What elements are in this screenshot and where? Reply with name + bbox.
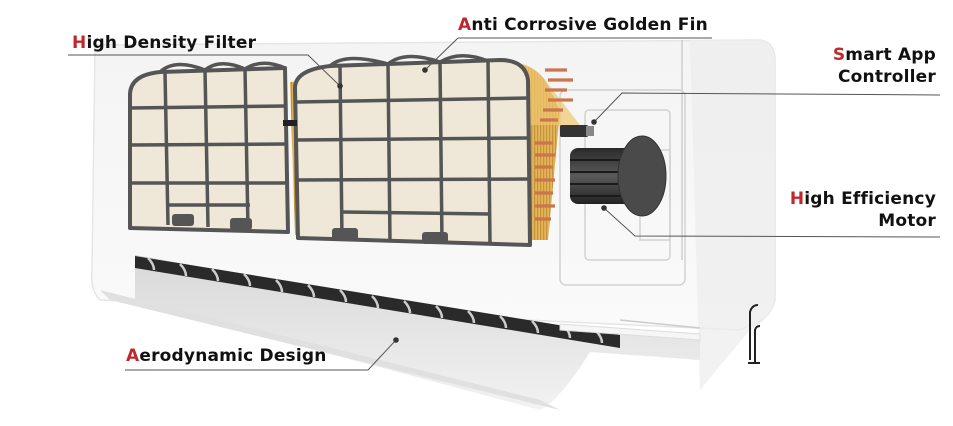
label-text-line2: Controller <box>837 67 936 87</box>
label-initial: S <box>832 45 846 65</box>
label-text-line2: Motor <box>878 211 936 231</box>
filter-left-grid <box>129 61 288 230</box>
feature-label-high-density-filter: High Density Filter <box>72 32 256 54</box>
feature-label-smart-app-controller: Smart App Controller <box>833 44 936 88</box>
label-text: igh Density Filter <box>86 33 257 53</box>
label-text: mart App <box>845 45 936 65</box>
side-pipes <box>748 304 761 364</box>
air-outlet <box>100 255 701 410</box>
feature-label-aerodynamic-design: Aerodynamic Design <box>126 345 327 367</box>
feature-label-golden-fin: Anti Corrosive Golden Fin <box>458 14 708 36</box>
filter-right-grid <box>296 54 530 245</box>
leader-lines <box>68 37 941 371</box>
filter-right <box>293 58 532 247</box>
label-initial: A <box>458 15 472 35</box>
label-text: igh Efficiency <box>804 189 936 209</box>
label-initial: A <box>126 346 140 366</box>
smart-controller-module <box>560 125 594 137</box>
fan-motor <box>570 135 667 217</box>
feature-label-high-efficiency-motor: High Efficiency Motor <box>790 188 936 232</box>
label-text: erodynamic Design <box>139 346 327 366</box>
leader-dots <box>337 67 607 343</box>
label-initial: H <box>72 33 87 53</box>
label-initial: H <box>789 189 805 209</box>
label-text: nti Corrosive Golden Fin <box>471 15 708 35</box>
